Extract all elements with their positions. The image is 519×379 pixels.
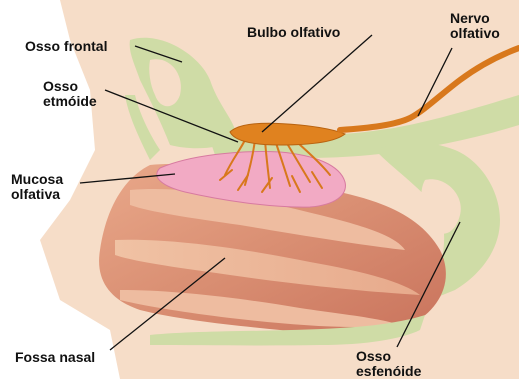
label-osso-esfenoide-line1: Osso — [356, 349, 421, 364]
label-nervo-olfativo-line2: olfativo — [450, 26, 500, 41]
label-fossa-nasal-text: Fossa nasal — [15, 350, 95, 365]
label-osso-esfenoide: Osso esfenóide — [356, 349, 421, 379]
label-bulbo-olfativo: Bulbo olfativo — [247, 25, 340, 40]
label-nervo-olfativo-line1: Nervo — [450, 11, 500, 26]
label-bulbo-olfativo-text: Bulbo olfativo — [247, 25, 340, 40]
label-osso-frontal-text: Osso frontal — [25, 39, 107, 54]
label-osso-esfenoide-line2: esfenóide — [356, 364, 421, 379]
label-nervo-olfativo: Nervo olfativo — [450, 11, 500, 41]
label-mucosa-olfativa-line1: Mucosa — [11, 172, 63, 187]
label-fossa-nasal: Fossa nasal — [15, 350, 95, 365]
label-osso-etmoide-line1: Osso — [43, 79, 97, 94]
label-mucosa-olfativa-line2: olfativa — [11, 187, 63, 202]
label-osso-etmoide: Osso etmóide — [43, 79, 97, 109]
label-mucosa-olfativa: Mucosa olfativa — [11, 172, 63, 202]
label-osso-etmoide-line2: etmóide — [43, 94, 97, 109]
label-osso-frontal: Osso frontal — [25, 39, 107, 54]
